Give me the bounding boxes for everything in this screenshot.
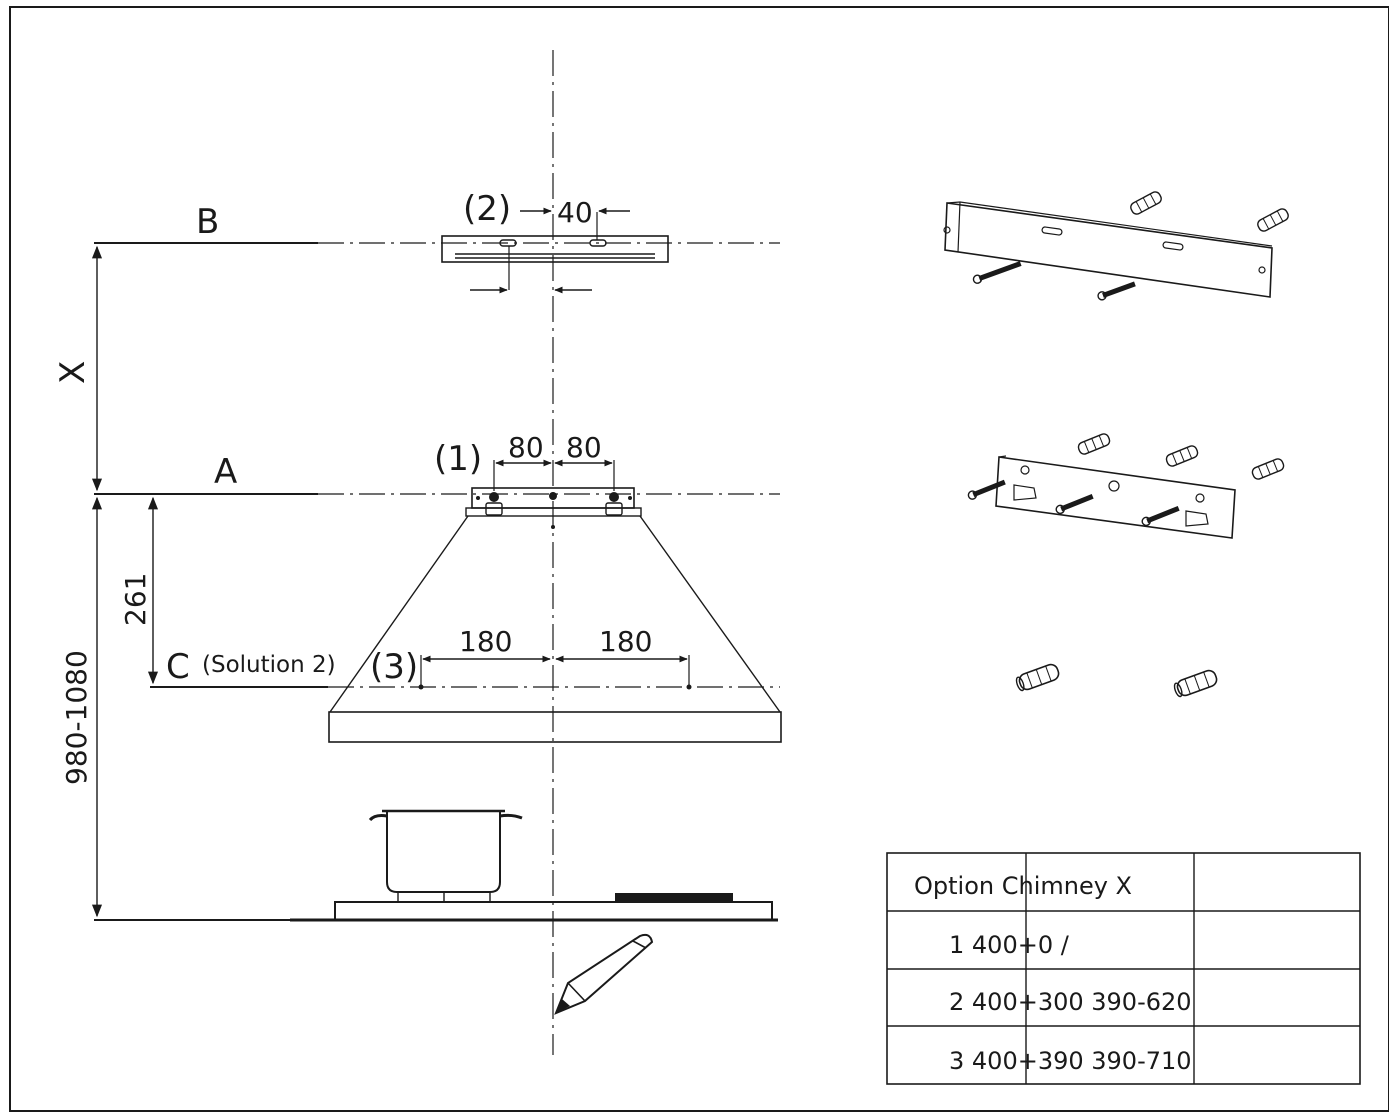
label-261: 261 bbox=[119, 573, 152, 626]
level-b: B bbox=[94, 202, 780, 244]
label-mark-3: (3) bbox=[370, 647, 418, 687]
label-180-right: 180 bbox=[599, 625, 652, 658]
table-row: 3 400+390 390-710 bbox=[949, 1047, 1192, 1075]
parts-wall-plugs bbox=[1015, 663, 1218, 698]
wall-bracket-top: (2) 40 bbox=[441, 189, 669, 294]
hood-body bbox=[328, 515, 782, 743]
dimension-total-height: 980-1080 bbox=[60, 496, 103, 918]
hood-bracket: (1) 80 80 bbox=[434, 431, 642, 517]
label-mark-2: (2) bbox=[463, 189, 511, 229]
label-40: 40 bbox=[557, 196, 593, 229]
label-80-right: 80 bbox=[566, 431, 602, 464]
label-x: X bbox=[53, 361, 93, 384]
pencil-icon bbox=[554, 933, 654, 1015]
table-row: 2 400+300 390-620 bbox=[949, 988, 1192, 1016]
label-mark-1: (1) bbox=[434, 439, 482, 479]
cooktop bbox=[290, 809, 778, 922]
label-a: A bbox=[214, 452, 237, 492]
dimension-261: 261 bbox=[119, 496, 159, 685]
label-80-left: 80 bbox=[508, 431, 544, 464]
parts-bracket-hood-set bbox=[967, 433, 1285, 539]
dimension-x: X bbox=[53, 245, 103, 492]
level-c: C (Solution 2) bbox=[150, 647, 780, 688]
label-b: B bbox=[196, 202, 219, 242]
label-180-left: 180 bbox=[459, 625, 512, 658]
parts-bracket-top-set bbox=[943, 191, 1289, 301]
label-c: C bbox=[166, 647, 190, 687]
table-row: 1 400+0 / bbox=[949, 931, 1070, 959]
label-total-height: 980-1080 bbox=[60, 650, 93, 785]
page-border bbox=[9, 6, 1389, 1112]
dimension-180: (3) 180 180 bbox=[370, 625, 692, 690]
label-solution: (Solution 2) bbox=[202, 652, 336, 678]
chimney-options-table: Option Chimney X 1 400+0 / 2 400+300 390… bbox=[886, 852, 1361, 1085]
level-a: A bbox=[94, 452, 780, 495]
table-header: Option Chimney X bbox=[914, 872, 1132, 900]
